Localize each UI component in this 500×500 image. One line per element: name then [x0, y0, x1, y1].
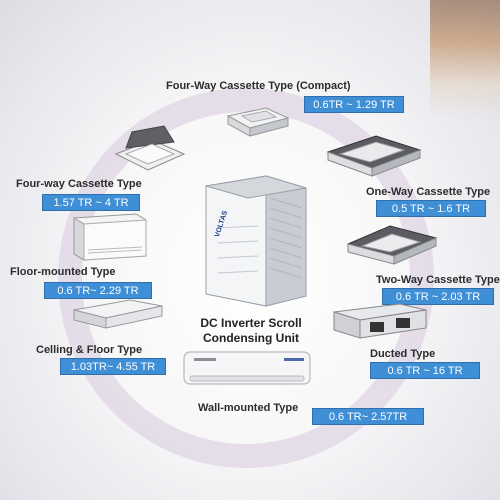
label-four-way-compact: Four-Way Cassette Type (Compact) — [166, 80, 351, 92]
center-title-line1: DC Inverter Scroll — [200, 316, 302, 330]
badge-four-way-compact: 0.6TR ~ 1.29 TR — [304, 96, 404, 113]
label-ceiling-floor: Celling & Floor Type — [36, 344, 143, 356]
label-four-way-cassette: Four-way Cassette Type — [16, 178, 142, 190]
badge-ducted: 0.6 TR ~ 16 TR — [370, 362, 480, 379]
label-wall-mounted: Wall-mounted Type — [198, 402, 299, 414]
four-way-compact-image — [226, 107, 290, 137]
badge-four-way-cassette: 1.57 TR ~ 4 TR — [42, 194, 140, 211]
center-title-line2: Condensing Unit — [203, 331, 299, 345]
label-floor-mounted: Floor-mounted Type — [10, 266, 116, 278]
label-two-way-cassette: Two-Way Cassette Type — [376, 274, 500, 286]
background-shelf — [430, 0, 500, 120]
ducted-image — [333, 303, 427, 339]
wall-mounted-image — [183, 351, 311, 385]
badge-floor-mounted: 0.6 TR~ 2.29 TR — [44, 282, 152, 299]
four-way-cassette-image — [114, 125, 186, 171]
one-way-cassette-image — [326, 135, 422, 177]
label-ducted: Ducted Type — [370, 348, 436, 360]
badge-one-way-cassette: 0.5 TR ~ 1.6 TR — [376, 200, 486, 217]
floor-mounted-image — [73, 213, 147, 261]
label-one-way-cassette: One-Way Cassette Type — [366, 186, 491, 198]
ceiling-floor-image — [73, 299, 163, 329]
center-title: DC Inverter Scroll Condensing Unit — [178, 316, 324, 346]
badge-ceiling-floor: 1.03TR~ 4.55 TR — [60, 358, 166, 375]
badge-wall-mounted: 0.6 TR~ 2.57TR — [312, 408, 424, 425]
badge-two-way-cassette: 0.6 TR ~ 2.03 TR — [382, 288, 494, 305]
condensing-unit-image — [205, 175, 307, 307]
two-way-cassette-image — [346, 225, 438, 265]
